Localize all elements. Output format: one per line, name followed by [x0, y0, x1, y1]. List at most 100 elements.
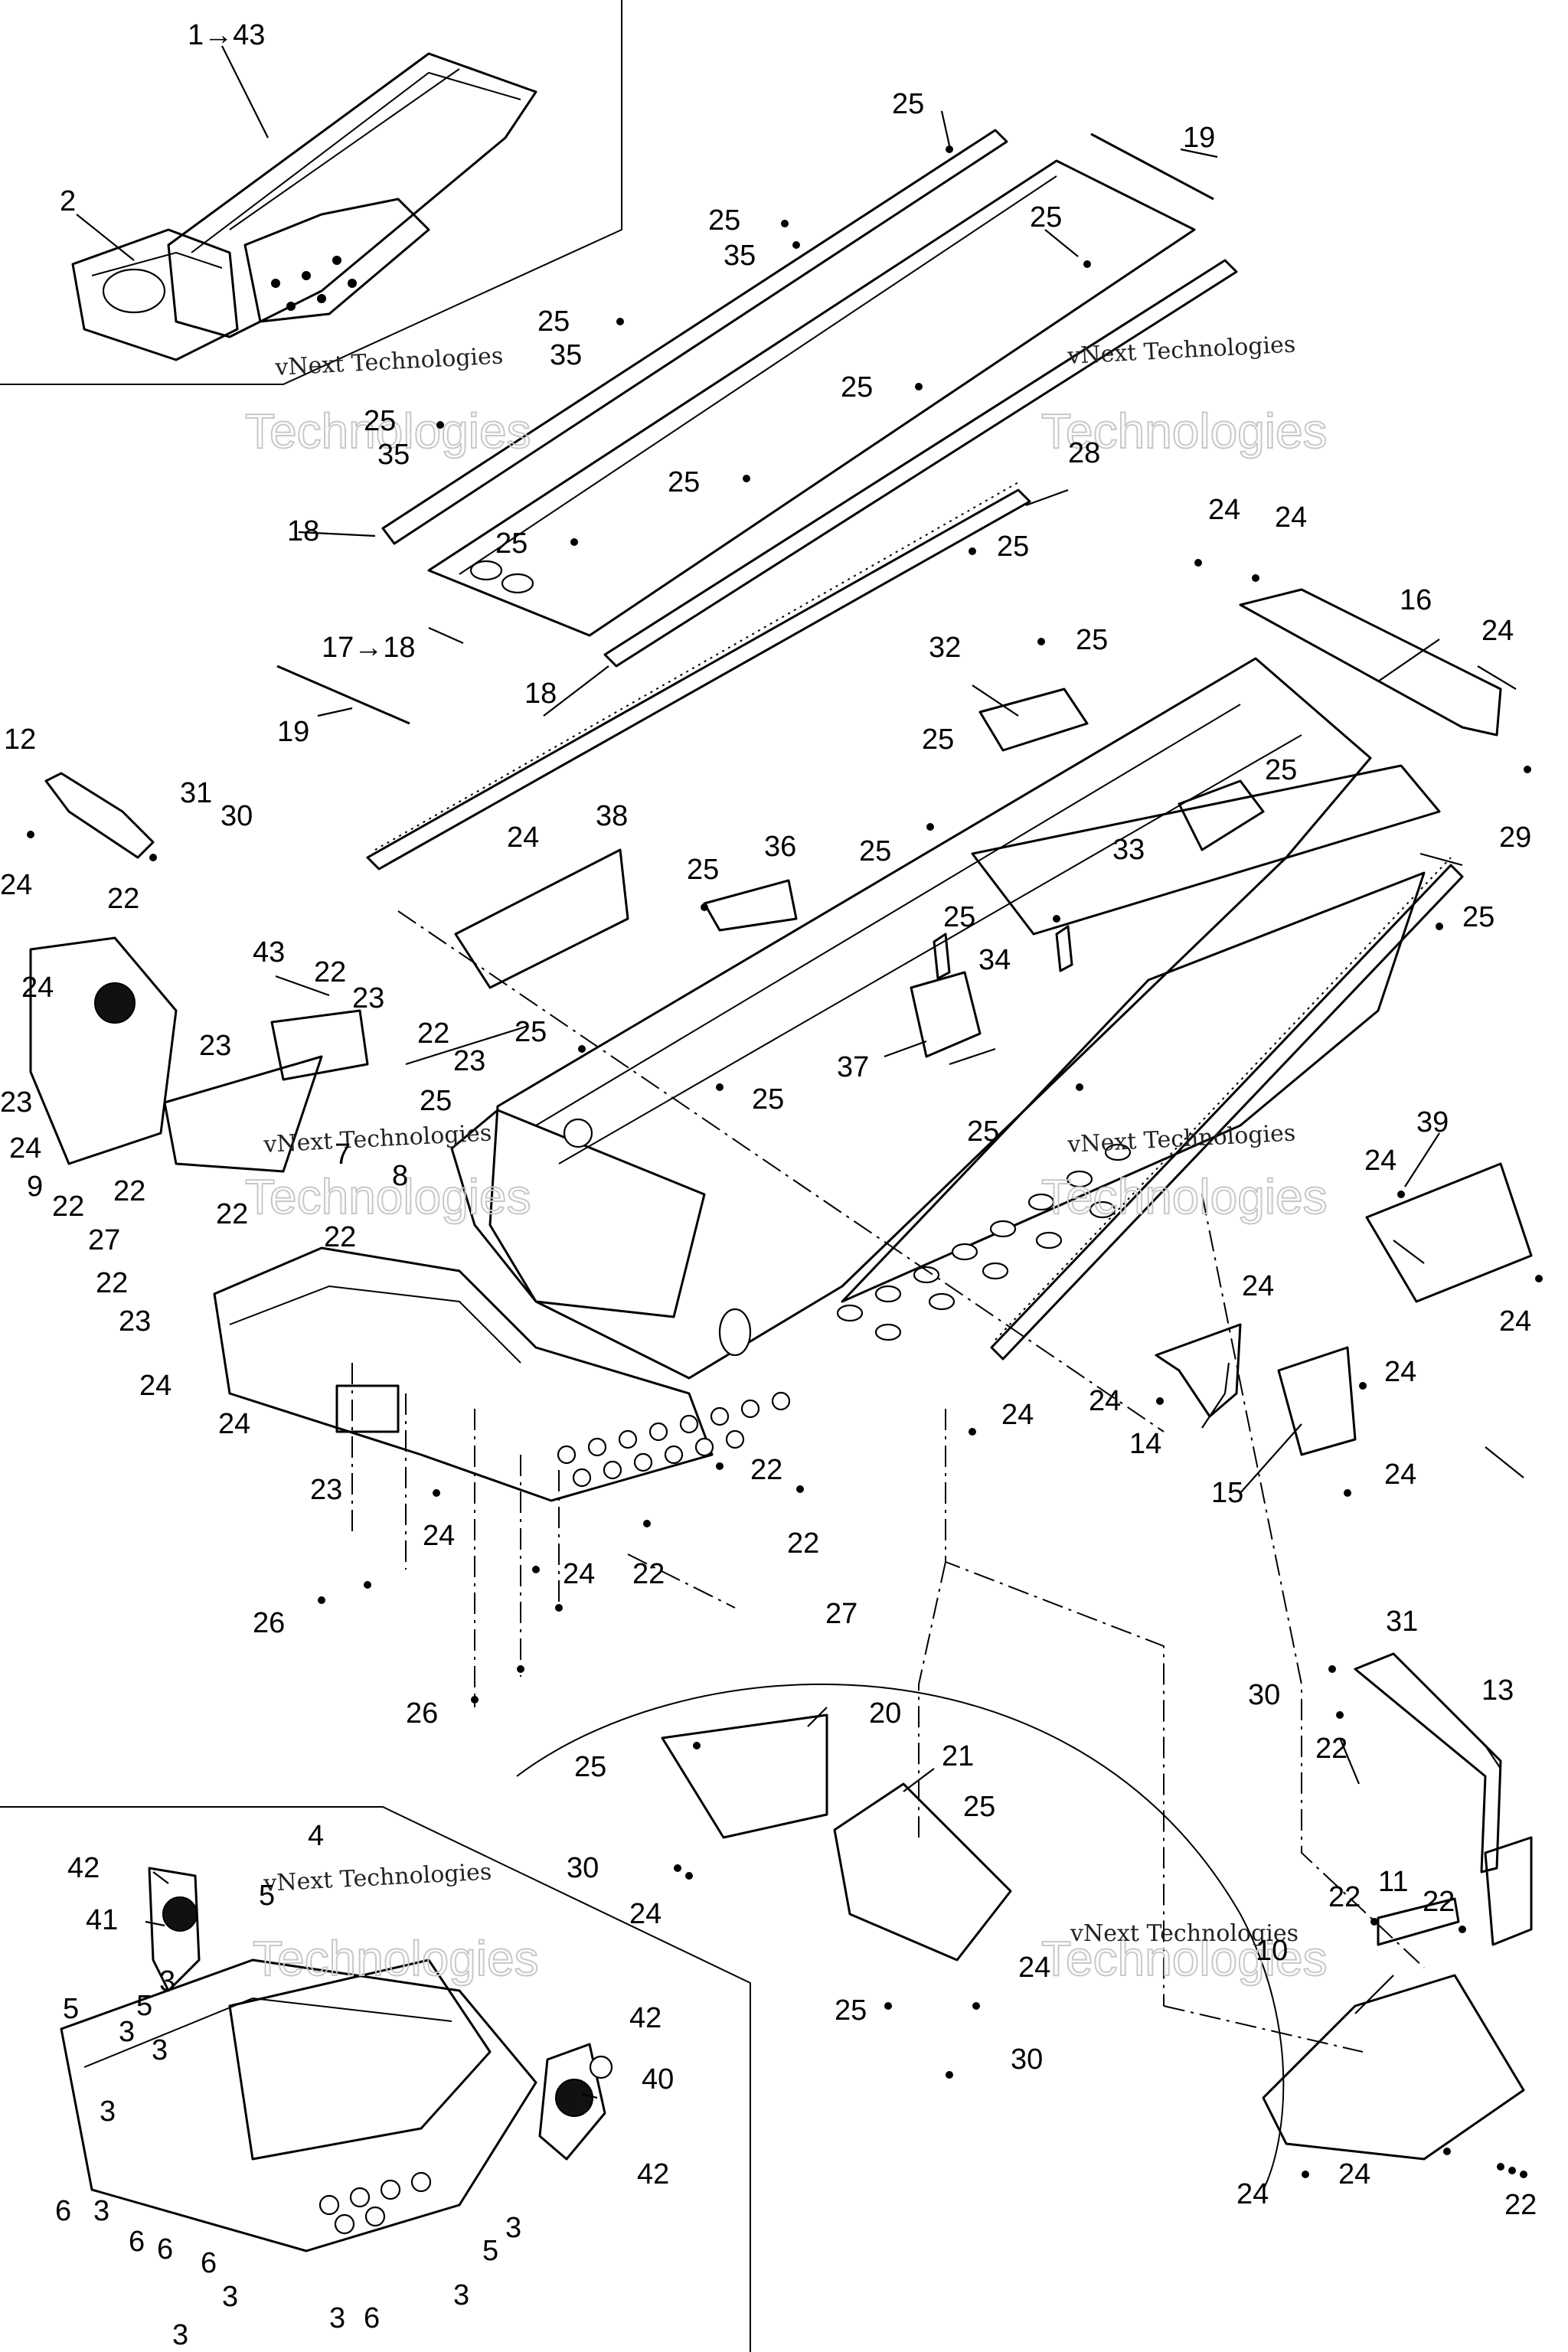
- callout-33: 33: [1112, 834, 1145, 866]
- callout-28: 28: [1068, 437, 1100, 469]
- watermark-big-4: Technologies: [1041, 1169, 1328, 1224]
- inset-bottom-left-labels: 42 41 4 5 5 5 3 3 3 3 6 3 6 6 6 3 3 3 6 …: [55, 1820, 674, 2351]
- callout-24: 24: [1236, 2178, 1269, 2210]
- inset-label: 3: [453, 2279, 469, 2311]
- inset-label: 5: [63, 1993, 79, 2025]
- callout-8: 8: [392, 1160, 408, 1192]
- callout-9: 9: [27, 1171, 43, 1203]
- callout-24: 24: [1018, 1952, 1050, 1984]
- callout-23: 23: [453, 1045, 485, 1077]
- watermark-big-3: Technologies: [245, 1169, 531, 1224]
- callout-24: 24: [563, 1558, 595, 1590]
- callout-19: 19: [1183, 122, 1215, 154]
- callout-25: 25: [495, 528, 528, 560]
- callout-7: 7: [335, 1138, 351, 1171]
- callout-24: 24: [1089, 1385, 1121, 1417]
- watermarks: Technologies vNext Technologies Technolo…: [244, 331, 1328, 1987]
- callout-22: 22: [1328, 1881, 1361, 1913]
- callout-24: 24: [1481, 615, 1514, 647]
- inset-label: 6: [157, 2233, 173, 2265]
- callout-24: 24: [21, 972, 54, 1004]
- callout-12: 12: [4, 724, 36, 756]
- callout-19: 19: [277, 716, 309, 748]
- callout-32: 32: [929, 632, 961, 664]
- inset-label: 3: [100, 2096, 116, 2128]
- callout-25: 25: [1030, 201, 1062, 234]
- watermark-big-1: Technologies: [245, 403, 531, 459]
- callout-24: 24: [0, 869, 32, 901]
- callout-25: 25: [1076, 624, 1108, 656]
- callout-25: 25: [514, 1016, 547, 1048]
- inset-label: 4: [308, 1820, 324, 1852]
- callout-24: 24: [1384, 1356, 1416, 1388]
- callout-30: 30: [1011, 2043, 1043, 2076]
- callout-25: 25: [668, 466, 700, 498]
- callout-25: 25: [708, 204, 740, 237]
- callout-25: 25: [859, 835, 891, 867]
- callout-25: 25: [1462, 901, 1494, 933]
- leader-lines: [145, 110, 1524, 2099]
- callout-25: 25: [537, 305, 570, 338]
- callout-24: 24: [629, 1898, 662, 1930]
- callout-24: 24: [507, 822, 539, 854]
- callout-23: 23: [119, 1305, 151, 1338]
- callout-35: 35: [377, 439, 410, 471]
- inset-label: 3: [152, 2034, 168, 2066]
- callout-23: 23: [199, 1030, 231, 1062]
- callout-13: 13: [1481, 1674, 1514, 1707]
- connector-lines: [351, 910, 1425, 2190]
- inset-label: 6: [364, 2302, 380, 2334]
- callout-18: 18: [287, 515, 319, 547]
- callout-23: 23: [352, 982, 384, 1014]
- callout-24: 24: [1208, 494, 1240, 526]
- callout-35: 35: [550, 339, 582, 371]
- watermark-brand-3: vNext Technologies: [263, 1119, 492, 1158]
- fasteners: [27, 145, 1543, 2178]
- inset-label: 40: [642, 2063, 674, 2096]
- callout-25: 25: [364, 405, 396, 437]
- callout-18: 18: [524, 678, 557, 710]
- inset-label: 41: [86, 1904, 118, 1936]
- callout-14: 14: [1129, 1428, 1161, 1460]
- inset-label: 3: [329, 2302, 345, 2334]
- callout-31: 31: [1386, 1606, 1418, 1638]
- callout-25: 25: [574, 1751, 606, 1783]
- callout-38: 38: [596, 800, 628, 832]
- callout-24: 24: [9, 1132, 41, 1165]
- inset-label: 5: [136, 1990, 152, 2022]
- callout-25: 25: [963, 1791, 995, 1823]
- inset-label: 3: [93, 2195, 109, 2227]
- callout-24: 24: [1001, 1399, 1034, 1431]
- callout-22: 22: [1423, 1886, 1455, 1918]
- inset-label: 5: [482, 2235, 498, 2267]
- callout-29: 29: [1499, 822, 1531, 854]
- callout-25: 25: [967, 1116, 999, 1148]
- callout-34: 34: [978, 944, 1011, 976]
- callout-25: 25: [420, 1085, 452, 1117]
- watermark-brand-1: vNext Technologies: [274, 342, 504, 381]
- callout-30: 30: [1248, 1679, 1280, 1711]
- callout-25: 25: [835, 1994, 867, 2027]
- callout-25: 25: [841, 371, 873, 403]
- inset-label: 42: [629, 2002, 662, 2034]
- watermark-brand-6: vNext Technologies: [1070, 1920, 1298, 1947]
- top-rails: [276, 129, 1238, 871]
- callout-24: 24: [1242, 1270, 1274, 1302]
- inset-label: 3: [222, 2281, 238, 2313]
- inset-label: 3: [172, 2319, 188, 2351]
- callout-30: 30: [567, 1852, 599, 1884]
- inset-label: 42: [67, 1852, 100, 1884]
- inset-top-left: 1→43 2: [0, 0, 622, 385]
- callout-27: 27: [88, 1224, 120, 1256]
- callout-23: 23: [310, 1474, 342, 1506]
- callout-25: 25: [752, 1083, 784, 1116]
- watermark-big-6: Technologies: [1041, 1931, 1328, 1986]
- callout-39: 39: [1416, 1106, 1449, 1138]
- callout-37: 37: [837, 1051, 869, 1083]
- main-chassis: [213, 657, 1441, 1502]
- callout-16: 16: [1400, 584, 1432, 616]
- watermark-big-2: Technologies: [1041, 403, 1328, 459]
- callout-25: 25: [997, 531, 1029, 563]
- callout-10: 10: [1256, 1935, 1288, 1967]
- callout-24: 24: [423, 1520, 455, 1552]
